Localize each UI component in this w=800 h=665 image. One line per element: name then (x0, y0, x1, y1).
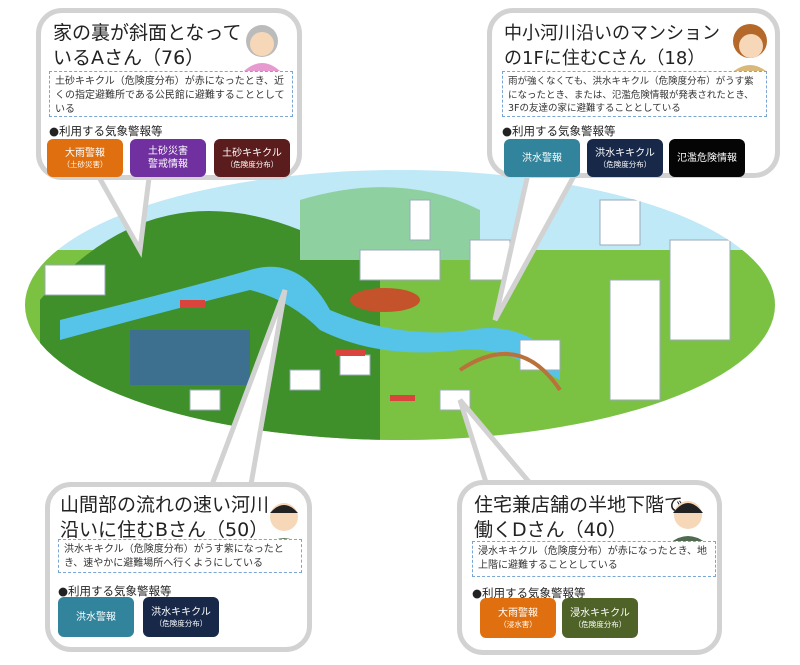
person-a-description: 土砂キキクル（危険度分布）が赤になったとき、近くの指定避難所である公民館に避難す… (49, 71, 293, 117)
button-label: 洪水キキクル (151, 606, 211, 618)
solar-field (130, 330, 250, 385)
flood-kikikuru-button[interactable]: 洪水キキクル（危険度分布） (587, 139, 663, 177)
person-d-description: 浸水キキクル（危険度分布）が赤になったとき、地上階に避難することとしている (472, 541, 716, 577)
man-avatar-icon (670, 501, 706, 543)
person-c-card: 中小河川沿いのマンション の1Fに住むCさん（18） 雨が強くなくても、洪水キキ… (487, 8, 780, 178)
flood-warning-button[interactable]: 洪水警報 (58, 597, 134, 637)
button-label: 洪水警報 (522, 152, 562, 164)
button-label: 大雨警報 (65, 147, 105, 159)
heavy-rain-warning-button[interactable]: 大雨警報（土砂災害） (47, 139, 123, 177)
person-d-title: 住宅兼店舗の半地下階で 働くDさん（40） (474, 494, 684, 541)
elderly-woman-avatar-icon (244, 25, 280, 71)
person-a-card: 家の裏が斜面となって いるAさん（76） 土砂キキクル（危険度分布）が赤になった… (36, 8, 302, 180)
person-c-title: 中小河川沿いのマンション の1Fに住むCさん（18） (504, 23, 720, 69)
person-c-use-label: ●利用する気象警報等 (502, 124, 616, 138)
button-label: 大雨警報 (498, 607, 538, 619)
person-a-use-label: ●利用する気象警報等 (49, 124, 163, 138)
flood-danger-info-button[interactable]: 氾濫危険情報 (669, 139, 745, 177)
button-label: 土砂災害 (148, 146, 188, 157)
button-sublabel: （危険度分布） (573, 619, 627, 629)
button-sublabel: 警戒情報 (148, 159, 188, 170)
person-b-title: 山間部の流れの速い河川 沿いに住むBさん（50） (60, 494, 270, 541)
person-d-card: 住宅兼店舗の半地下階で 働くDさん（40） 浸水キキクル（危険度分布）が赤になっ… (457, 480, 722, 655)
young-person-avatar-icon (733, 24, 767, 71)
person-a-title: 家の裏が斜面となって いるAさん（76） (53, 22, 242, 69)
button-sublabel: （浸水害） (499, 619, 537, 629)
sports-track (350, 288, 420, 312)
heavy-rain-warning-button[interactable]: 大雨警報（浸水害） (480, 598, 556, 638)
person-b-card: 山間部の流れの速い河川 沿いに住むBさん（50） 洪水キキクル（危険度分布）がう… (45, 482, 312, 652)
flood-warning-button[interactable]: 洪水警報 (504, 139, 580, 177)
button-sublabel: （土砂災害） (62, 159, 108, 169)
landslide-kikikuru-button[interactable]: 土砂キキクル（危険度分布） (214, 139, 290, 177)
button-label: 洪水警報 (76, 611, 116, 623)
button-label: 洪水キキクル (595, 147, 655, 159)
button-sublabel: （危険度分布） (598, 159, 652, 169)
person-d-use-label: ●利用する気象警報等 (472, 586, 586, 600)
river (60, 266, 560, 380)
inundation-kikikuru-button[interactable]: 浸水キキクル（危険度分布） (562, 598, 638, 638)
button-sublabel: （危険度分布） (225, 159, 279, 169)
button-label: 氾濫危険情報 (677, 152, 737, 164)
person-c-description: 雨が強くなくても、洪水キキクル（危険度分布）がうす紫になったとき、または、氾濫危… (502, 71, 767, 117)
button-label: 浸水キキクル (570, 607, 630, 619)
button-sublabel: （危険度分布） (154, 618, 208, 628)
person-b-use-label: ●利用する気象警報等 (58, 584, 172, 598)
flood-kikikuru-button[interactable]: 洪水キキクル（危険度分布） (143, 597, 219, 637)
button-label: 土砂キキクル (222, 147, 282, 159)
person-b-description: 洪水キキクル（危険度分布）がうす紫になったとき、速やかに避難場所へ行くようにして… (58, 539, 302, 573)
landslide-alert-button[interactable]: 土砂災害警戒情報 (130, 139, 206, 177)
middle-aged-man-avatar-icon (266, 503, 302, 545)
